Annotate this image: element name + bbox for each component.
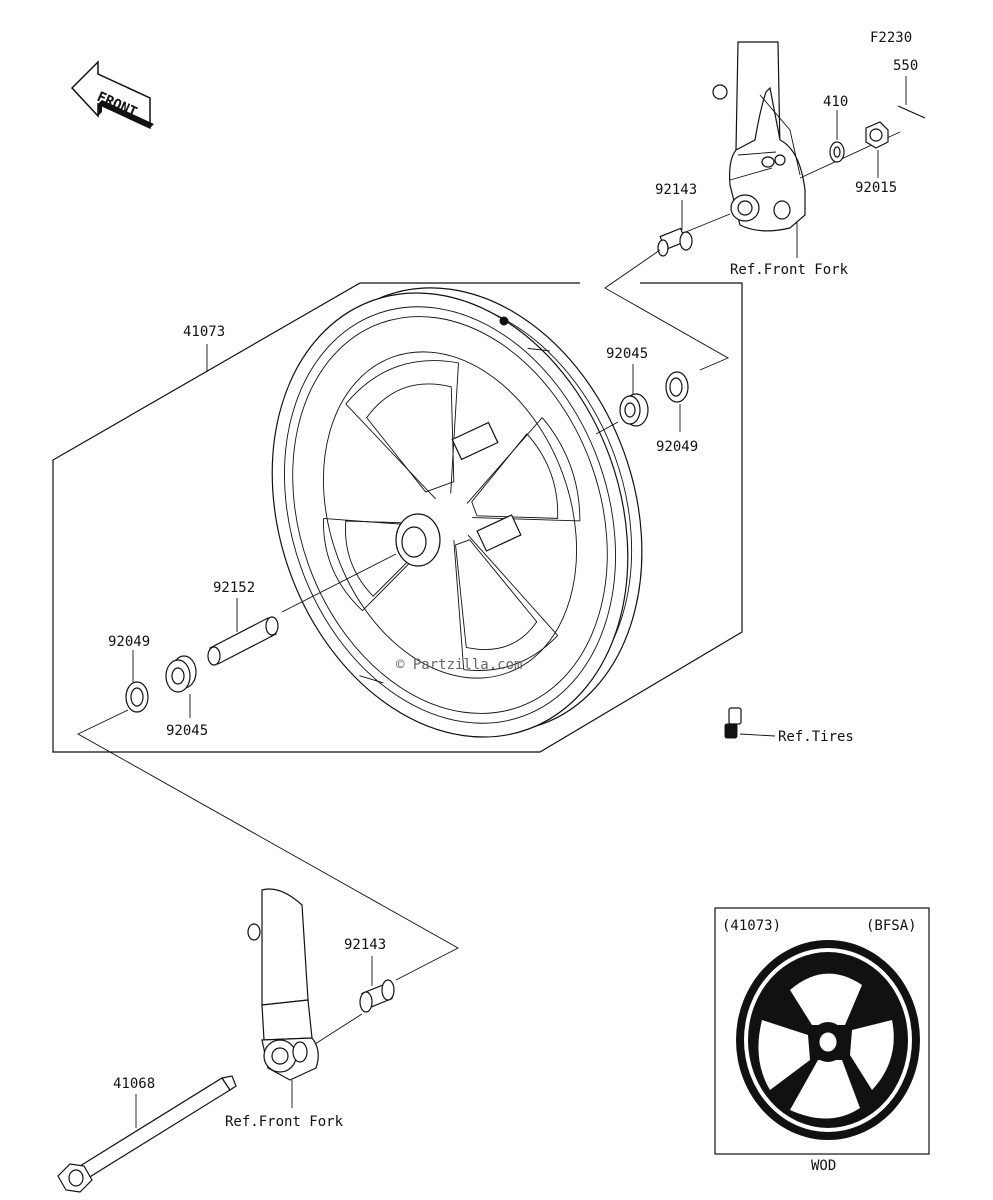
- front-arrow-icon: FRONT: [70, 60, 154, 130]
- label-41068: 41068: [113, 1076, 155, 1092]
- label-41073: 41073: [183, 324, 225, 340]
- spacer-92152: [207, 616, 279, 666]
- inset-ref-left: (41073): [722, 918, 781, 934]
- assembly-outline: [52, 282, 580, 461]
- label-92015: 92015: [855, 180, 897, 196]
- seal-92049-right: [665, 371, 689, 403]
- bearing-92045-right: [619, 393, 649, 427]
- wheel-41073: [271, 287, 643, 738]
- diagram-code: F2230: [870, 30, 912, 46]
- front-fork-bottom: [247, 888, 319, 1081]
- axle-41068: [57, 1075, 237, 1193]
- label-92049-left: 92049: [108, 634, 150, 650]
- inset-variant-box: (41073) (BFSA) WOD: [714, 907, 930, 1174]
- valve-stem: [724, 707, 742, 739]
- inset-caption: WOD: [811, 1158, 836, 1174]
- label-92143-top: 92143: [655, 182, 697, 198]
- label-410: 410: [823, 94, 848, 110]
- label-ref-front-fork-bottom: Ref.Front Fork: [225, 1114, 344, 1130]
- washer-410: [829, 141, 845, 163]
- front-fork-top: [712, 41, 806, 232]
- label-92045-left: 92045: [166, 723, 208, 739]
- label-ref-tires: Ref.Tires: [778, 729, 854, 745]
- label-92049-right: 92049: [656, 439, 698, 455]
- label-550: 550: [893, 58, 918, 74]
- bearing-92045-left: [165, 655, 197, 693]
- label-92045-right: 92045: [606, 346, 648, 362]
- nut-92015: [865, 121, 889, 149]
- collar-92143-bottom: [359, 979, 395, 1013]
- label-ref-front-fork-top: Ref.Front Fork: [730, 262, 849, 278]
- label-92152: 92152: [213, 580, 255, 596]
- watermark: © Partzilla.com: [396, 657, 522, 673]
- collar-92143-top: [657, 227, 693, 257]
- cotter-pin-550: [897, 105, 926, 119]
- label-92143-bottom: 92143: [344, 937, 386, 953]
- inset-ref-right: (BFSA): [866, 918, 917, 934]
- seal-92049-left: [125, 681, 149, 713]
